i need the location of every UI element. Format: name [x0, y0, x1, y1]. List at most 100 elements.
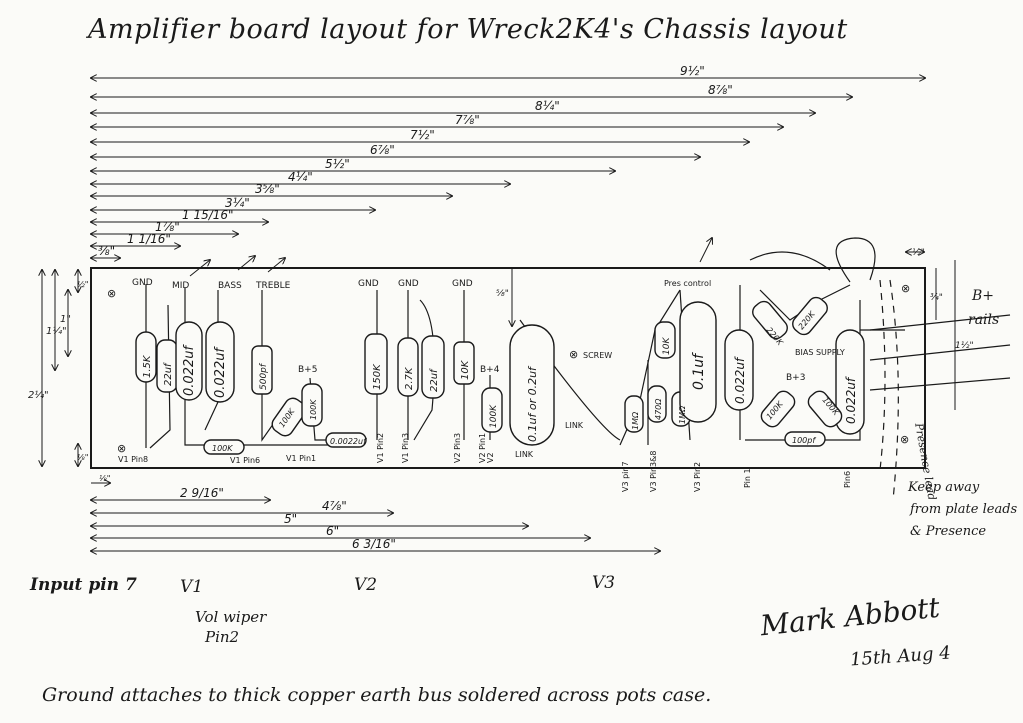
dim-label: 9½": [680, 64, 705, 78]
mounting-hole: ⊗: [901, 282, 910, 295]
capacitor-0022uf-bias: [835, 329, 865, 435]
pot-label-gnd: GND: [398, 279, 419, 289]
screw-label: SCREW: [583, 351, 612, 360]
capacitor-500pf: [251, 345, 273, 395]
pin-label: V2 Pin1: [478, 433, 487, 463]
dim-label: 5½": [325, 157, 350, 171]
resistor-1m-a: [624, 395, 644, 433]
wiring: [145, 237, 1011, 501]
dim-label: 8¼": [535, 99, 560, 113]
mounting-hole: ⊗: [107, 287, 116, 300]
capacitor-coupling: [509, 324, 555, 446]
component-labels: 1.5K 22uf 0.022uf 0.022uf 500pf 150K 2.7…: [142, 337, 858, 442]
dim-label: 6": [326, 524, 339, 538]
resistor-100k-v: [301, 383, 323, 427]
pin-label: V1 Pin2: [376, 433, 385, 463]
top-dimension-labels: 9½" 8⅞" 8¼" 7⅞" 7½" 6⅞" 5½" 4¼" 3⅝" 3¼" …: [98, 64, 733, 258]
resistor-100k-diag: [271, 397, 307, 437]
component-value: 0.022uf: [844, 376, 858, 424]
component-value: 10K: [460, 359, 471, 380]
capacitor-0022uf-pi: [724, 329, 754, 411]
dim-label: ½": [912, 248, 925, 258]
component-value: 0.1uf or 0.2uf: [526, 365, 539, 442]
capacitor-0022uf-h: [325, 432, 367, 448]
bottom-dimension-labels: 2 9/16" 4⅞" 5" 6" 6 3/16": [180, 486, 396, 551]
mounting-hole: ⊗: [117, 442, 126, 455]
resistor-100k-pi-a: [760, 390, 796, 428]
node-labels: B+5 B+4 B+3 BIAS SUPPLY LINK LINK: [298, 348, 845, 459]
node-label-link: LINK: [565, 421, 584, 430]
component-value: 22uf: [429, 368, 440, 392]
bottom-dimension-lines: [91, 483, 660, 551]
dim-label: 1⅞": [155, 220, 180, 234]
component-value: 100K: [309, 399, 318, 420]
dim-label: 5": [284, 512, 297, 526]
pin-label: Pin6: [843, 471, 852, 488]
pin-label: Pin 1: [743, 468, 752, 488]
capacitor-22uf-v1: [421, 335, 445, 399]
pin-labels: V1 Pin8 V1 Pin6 V1 Pin1 V1 Pin2 V1 Pin3 …: [118, 433, 852, 492]
pot-labels: GND MID BASS TREBLE GND GND GND Pres con…: [132, 278, 711, 291]
vol-wiper-pin-label: Pin2: [205, 628, 240, 646]
component-value: 100K: [489, 404, 499, 428]
top-dimension-lines: [91, 78, 925, 258]
resistor-10k-v3: [654, 321, 676, 359]
dim-label: 8⅞": [708, 83, 733, 97]
component-value: 150K: [372, 363, 383, 390]
pot-label-treble: TREBLE: [255, 281, 291, 291]
pin-label: V3 Pin3&8: [649, 451, 658, 492]
resistor-1k5: [135, 331, 157, 383]
node-label-link: LINK: [515, 450, 534, 459]
board-outline: [90, 267, 926, 469]
pin-label: V2: [486, 452, 495, 463]
dim-label: 3⅝": [255, 182, 280, 196]
pin-label: V1 Pin3: [401, 433, 410, 463]
ground-note: Ground attaches to thick copper earth bu…: [42, 684, 712, 706]
pot-label-gnd: GND: [358, 279, 379, 289]
dim-label: ⅛": [77, 453, 88, 462]
component-value: 1MΩ: [678, 405, 687, 424]
resistor-100k-h1: [203, 439, 245, 455]
pot-label-gnd: GND: [132, 278, 153, 288]
resistor-10k: [453, 341, 475, 385]
tube-v2-label: V2: [354, 575, 378, 595]
component-value: 10K: [662, 337, 672, 355]
keep-away-note: Keep away: [908, 480, 980, 495]
pin-label: V1 Pin1: [286, 454, 316, 463]
node-label-bplus3: B+3: [786, 373, 805, 383]
resistor-150k: [364, 333, 388, 395]
tube-v1-label: V1: [180, 577, 204, 597]
component-value: 0.1uf: [691, 352, 707, 390]
dim-label: ⅝": [496, 289, 509, 299]
pot-arrows: [189, 238, 712, 277]
screw-hole: ⊗: [569, 348, 578, 361]
component-value: 0.022uf: [733, 356, 747, 404]
mounting-holes: ⊗ ⊗ ⊗ ⊗ ⊗: [107, 282, 910, 455]
keep-away-note: & Presence: [910, 524, 987, 539]
dim-label: 1 15/16": [182, 208, 234, 222]
pot-label-mid: MID: [172, 281, 189, 291]
dim-label: 1¼": [46, 325, 67, 337]
component-value: 2.7K: [404, 366, 415, 390]
dim-label: 1 1/16": [127, 232, 171, 246]
resistor-100k-b4: [481, 387, 503, 433]
dim-label: 2¼": [28, 389, 49, 401]
dim-label: 4⅞": [322, 499, 347, 513]
dim-label: ⅛": [99, 474, 110, 483]
dim-label: ½": [77, 280, 88, 289]
dim-label: 1½": [955, 341, 974, 351]
pin-label: V1 Pin6: [230, 456, 260, 465]
component-value: 500pf: [259, 362, 269, 390]
resistor-220k-b: [792, 296, 828, 336]
node-label-bplus4: B+4: [480, 365, 500, 375]
resistor-470r: [647, 385, 667, 423]
components: [135, 301, 865, 446]
dim-label: 3¼": [225, 196, 250, 210]
capacitor-100pf: [784, 431, 826, 447]
dim-label: 4¼": [288, 170, 313, 184]
pin-label: V2 Pin3: [453, 433, 462, 463]
vol-wiper-label: Vol wiper: [195, 608, 267, 626]
dim-label: 1": [60, 314, 71, 325]
diagram-title: Amplifier board layout for Wreck2K4's Ch…: [88, 14, 848, 45]
node-label-bias: BIAS SUPPLY: [795, 348, 845, 357]
